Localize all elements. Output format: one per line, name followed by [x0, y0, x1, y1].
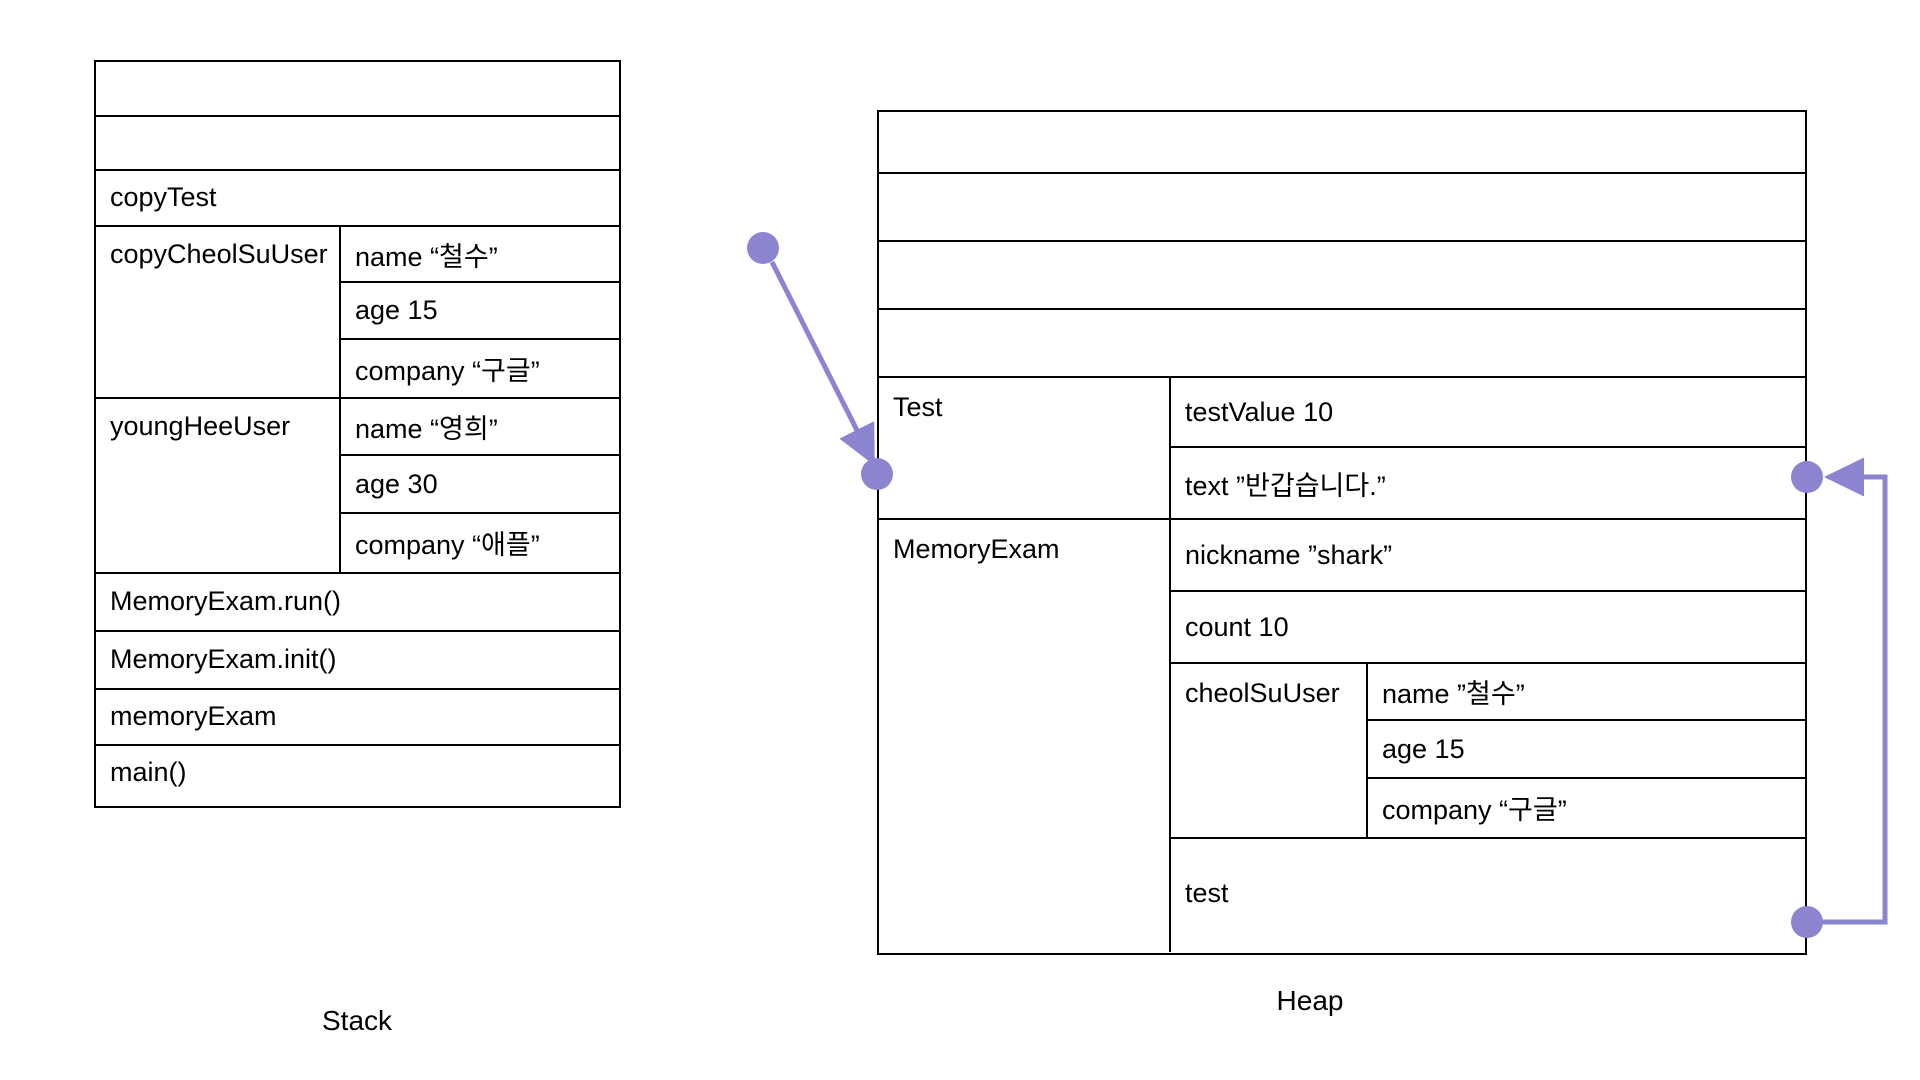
connector-path-memoryexam-test [1807, 457, 1888, 925]
connector-line-copytest [769, 260, 876, 466]
heap-field-memoryexam-nickname: nickname ”shark” [1171, 520, 1805, 592]
heap-field-test-text: text ”반갑습니다.” [1185, 470, 1386, 501]
stack-cell-empty-1 [96, 62, 619, 115]
heap-row-empty-2 [879, 174, 1805, 242]
stack-fields-youngheeuser: name “영희” age 30 company “애플” [339, 399, 619, 572]
stack-field-copycheolsuuser-age: age 15 [341, 283, 619, 340]
heap-nested-cheolsuuser-age: age 15 [1368, 721, 1805, 779]
stack-row-memoryexam[interactable]: memoryExam [96, 690, 619, 746]
connector-copytest-to-test [747, 232, 893, 490]
heap-field-memoryexam-cheolsuuser[interactable]: cheolSuUser name ”철수” age 15 company “구글… [1171, 664, 1805, 839]
stack-label-memoryexam-init: MemoryExam.init() [110, 644, 337, 675]
stack-field-youngheeuser-age: age 30 [341, 456, 619, 514]
stack-label-youngheeuser: youngHeeUser [110, 411, 291, 441]
heap-cell-empty-1 [879, 112, 1805, 172]
stack-field-youngheeuser-company: company “애플” [355, 530, 540, 561]
stack-cell-empty-2 [96, 117, 619, 169]
heap-label-cheolsuuser: cheolSuUser [1185, 678, 1340, 708]
stack-label-memoryexam: memoryExam [110, 701, 277, 732]
stack-label-memoryexam-run: MemoryExam.run() [110, 586, 342, 617]
stack-row-youngheeuser[interactable]: youngHeeUser name “영희” age 30 company “애… [96, 399, 619, 574]
heap-cell-empty-4 [879, 310, 1805, 376]
heap-object-test[interactable]: Test testValue 10 text ”반갑습니다.” [879, 378, 1805, 520]
stack-row-main[interactable]: main() [96, 746, 619, 799]
heap-field-memoryexam-count: count 10 [1171, 592, 1805, 664]
stack-caption: Stack [321, 1005, 393, 1036]
heap-nested-cheolsuuser: name ”철수” age 15 company “구글” [1366, 664, 1805, 837]
stack-row-memoryexam-run[interactable]: MemoryExam.run() [96, 574, 619, 632]
heap-caption: Heap [1276, 985, 1344, 1016]
connector-dot-copytest-source [747, 232, 779, 264]
stack-box: copyTest copyCheolSuUser name “철수” age 1… [94, 60, 621, 808]
stack-row-empty-1 [96, 62, 619, 117]
heap-cell-empty-3 [879, 242, 1805, 308]
heap-row-empty-4 [879, 310, 1805, 378]
stack-row-copycheolsuuser[interactable]: copyCheolSuUser name “철수” age 15 company… [96, 227, 619, 399]
stack-fields-copycheolsuuser: name “철수” age 15 company “구글” [339, 227, 619, 397]
heap-nested-cheolsuuser-name: name ”철수” [1368, 664, 1805, 722]
heap-fields-memoryexam: nickname ”shark” count 10 cheolSuUser na… [1169, 520, 1805, 952]
heap-row-empty-3 [879, 242, 1805, 310]
heap-label-memoryexam: MemoryExam [893, 534, 1060, 564]
heap-object-memoryexam[interactable]: MemoryExam nickname ”shark” count 10 che… [879, 520, 1805, 952]
stack-field-copycheolsuuser-company: company “구글” [355, 355, 540, 386]
heap-cell-empty-2 [879, 174, 1805, 240]
heap-fields-test: testValue 10 text ”반갑습니다.” [1169, 378, 1805, 518]
heap-field-test-testvalue: testValue 10 [1171, 378, 1805, 448]
heap-field-memoryexam-test: test [1185, 878, 1229, 908]
stack-row-memoryexam-init[interactable]: MemoryExam.init() [96, 632, 619, 690]
heap-box: Test testValue 10 text ”반갑습니다.” MemoryEx… [877, 110, 1807, 955]
heap-nested-cheolsuuser-company: company “구글” [1382, 795, 1567, 826]
stack-field-youngheeuser-name: name “영희” [341, 399, 619, 457]
stack-field-copycheolsuuser-name: name “철수” [341, 227, 619, 284]
stack-label-copytest: copyTest [110, 182, 217, 213]
heap-label-test: Test [893, 392, 943, 422]
stack-label-main: main() [110, 756, 187, 787]
stack-row-empty-2 [96, 117, 619, 171]
stack-row-copytest[interactable]: copyTest [96, 171, 619, 227]
heap-row-empty-1 [879, 112, 1805, 174]
stack-label-copycheolsuuser: copyCheolSuUser [110, 239, 328, 269]
